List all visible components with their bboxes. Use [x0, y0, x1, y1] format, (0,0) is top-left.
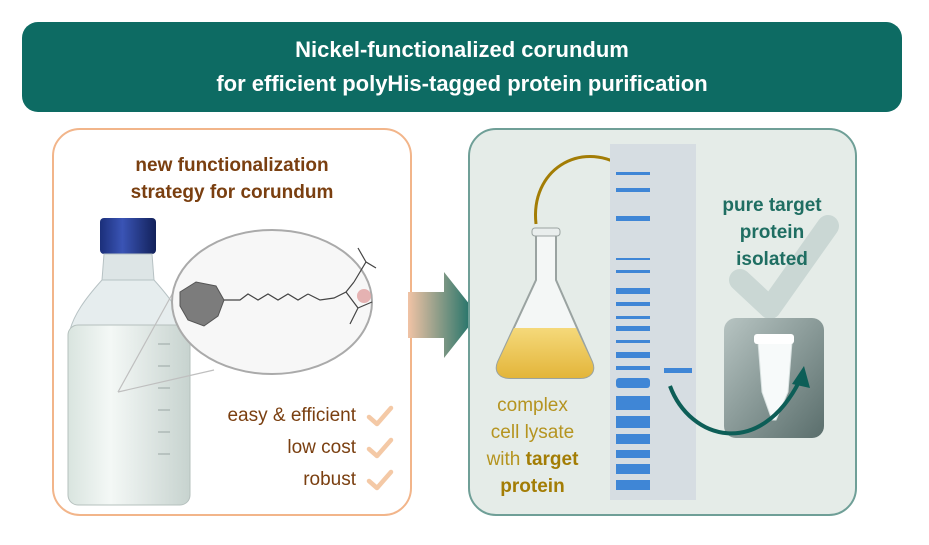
feature-item: low cost [204, 432, 394, 464]
pure-line-3: isolated [736, 249, 808, 270]
feature-item: robust [204, 464, 394, 496]
lysate-line-2: cell lysate [490, 422, 575, 443]
lysate-line-3: with target [470, 446, 595, 473]
tube-illustration [668, 318, 824, 438]
success-check-icon [729, 215, 839, 319]
lysate-target-text: target [525, 449, 579, 470]
functionalization-heading: new functionalization strategy for corun… [54, 152, 410, 206]
feature-item: easy & efficient [204, 400, 394, 432]
pure-line-2: protein [739, 222, 805, 243]
title-banner: Nickel-functionalized corundum for effic… [22, 22, 902, 112]
lysate-line-1: complex [497, 395, 568, 416]
functionalization-panel: new functionalization strategy for corun… [52, 128, 412, 516]
title-line-2: for efficient polyHis-tagged protein pur… [216, 71, 708, 96]
feature-list: easy & efficient low cost robust [204, 400, 394, 496]
lysate-protein-text: protein [500, 476, 565, 497]
molecule-zoom [117, 229, 377, 393]
heading-line-1: new functionalization [135, 155, 329, 176]
bottle-illustration [67, 218, 191, 506]
check-icon [366, 469, 394, 491]
check-icon [366, 405, 394, 427]
purification-panel: pure target protein isolated complex cel… [468, 128, 857, 516]
lysate-label: complex cell lysate with target protein [470, 392, 595, 500]
pure-protein-label: pure target protein isolated [702, 192, 842, 273]
title-line-1: Nickel-functionalized corundum [295, 37, 629, 62]
feature-label: easy & efficient [227, 405, 356, 426]
feature-label: low cost [287, 437, 356, 458]
sds-gel-image [610, 144, 696, 500]
lysate-with-text: with [486, 449, 526, 470]
lysate-line-4: protein [470, 473, 595, 500]
pure-line-1: pure target [722, 195, 822, 216]
check-icon [366, 437, 394, 459]
process-arrow-icon [408, 272, 478, 358]
heading-line-2: strategy for corundum [130, 182, 334, 203]
feature-label: robust [303, 469, 356, 490]
